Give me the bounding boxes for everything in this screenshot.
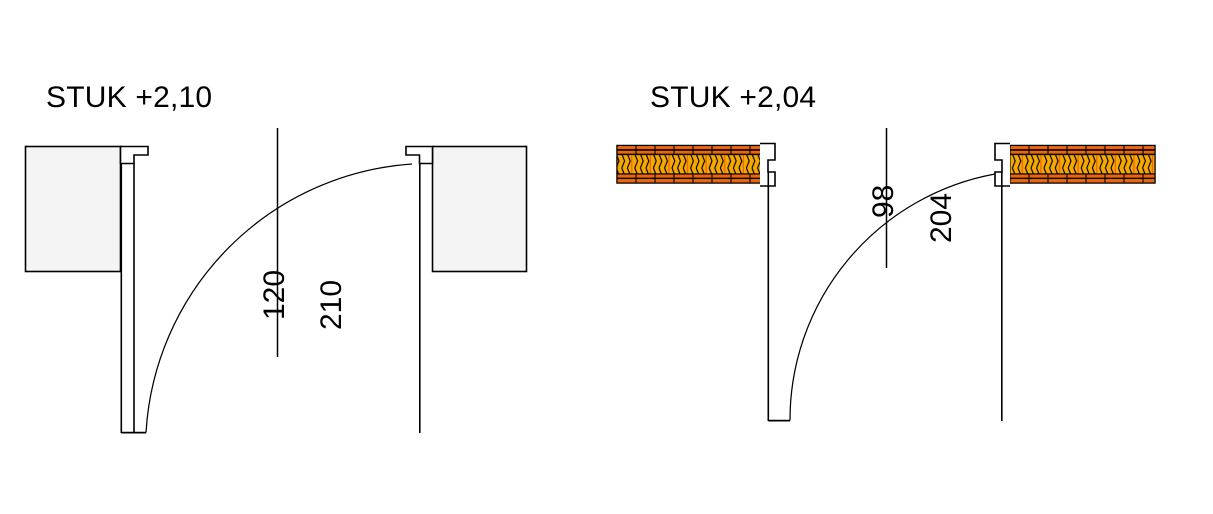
door-jamb-left-right-panel — [760, 142, 776, 187]
door-swing-arc-left — [145, 163, 413, 433]
panel-right-geometry — [616, 128, 1156, 422]
panel-title-right: STUK +2,04 — [650, 81, 817, 114]
door-jamb-right-right-panel — [994, 142, 1010, 187]
door-swing-arc-right — [789, 173, 996, 421]
wall-block-right-a — [616, 144, 768, 184]
panel-title-left: STUK +2,10 — [46, 81, 213, 114]
panel-left-geometry — [24, 128, 528, 434]
wall-block-right-b — [1009, 144, 1156, 184]
door-jamb-left — [119, 145, 149, 165]
door-jamb-right — [405, 145, 434, 165]
wall-block-left-b — [431, 145, 528, 273]
wall-block-left-a — [24, 145, 122, 273]
